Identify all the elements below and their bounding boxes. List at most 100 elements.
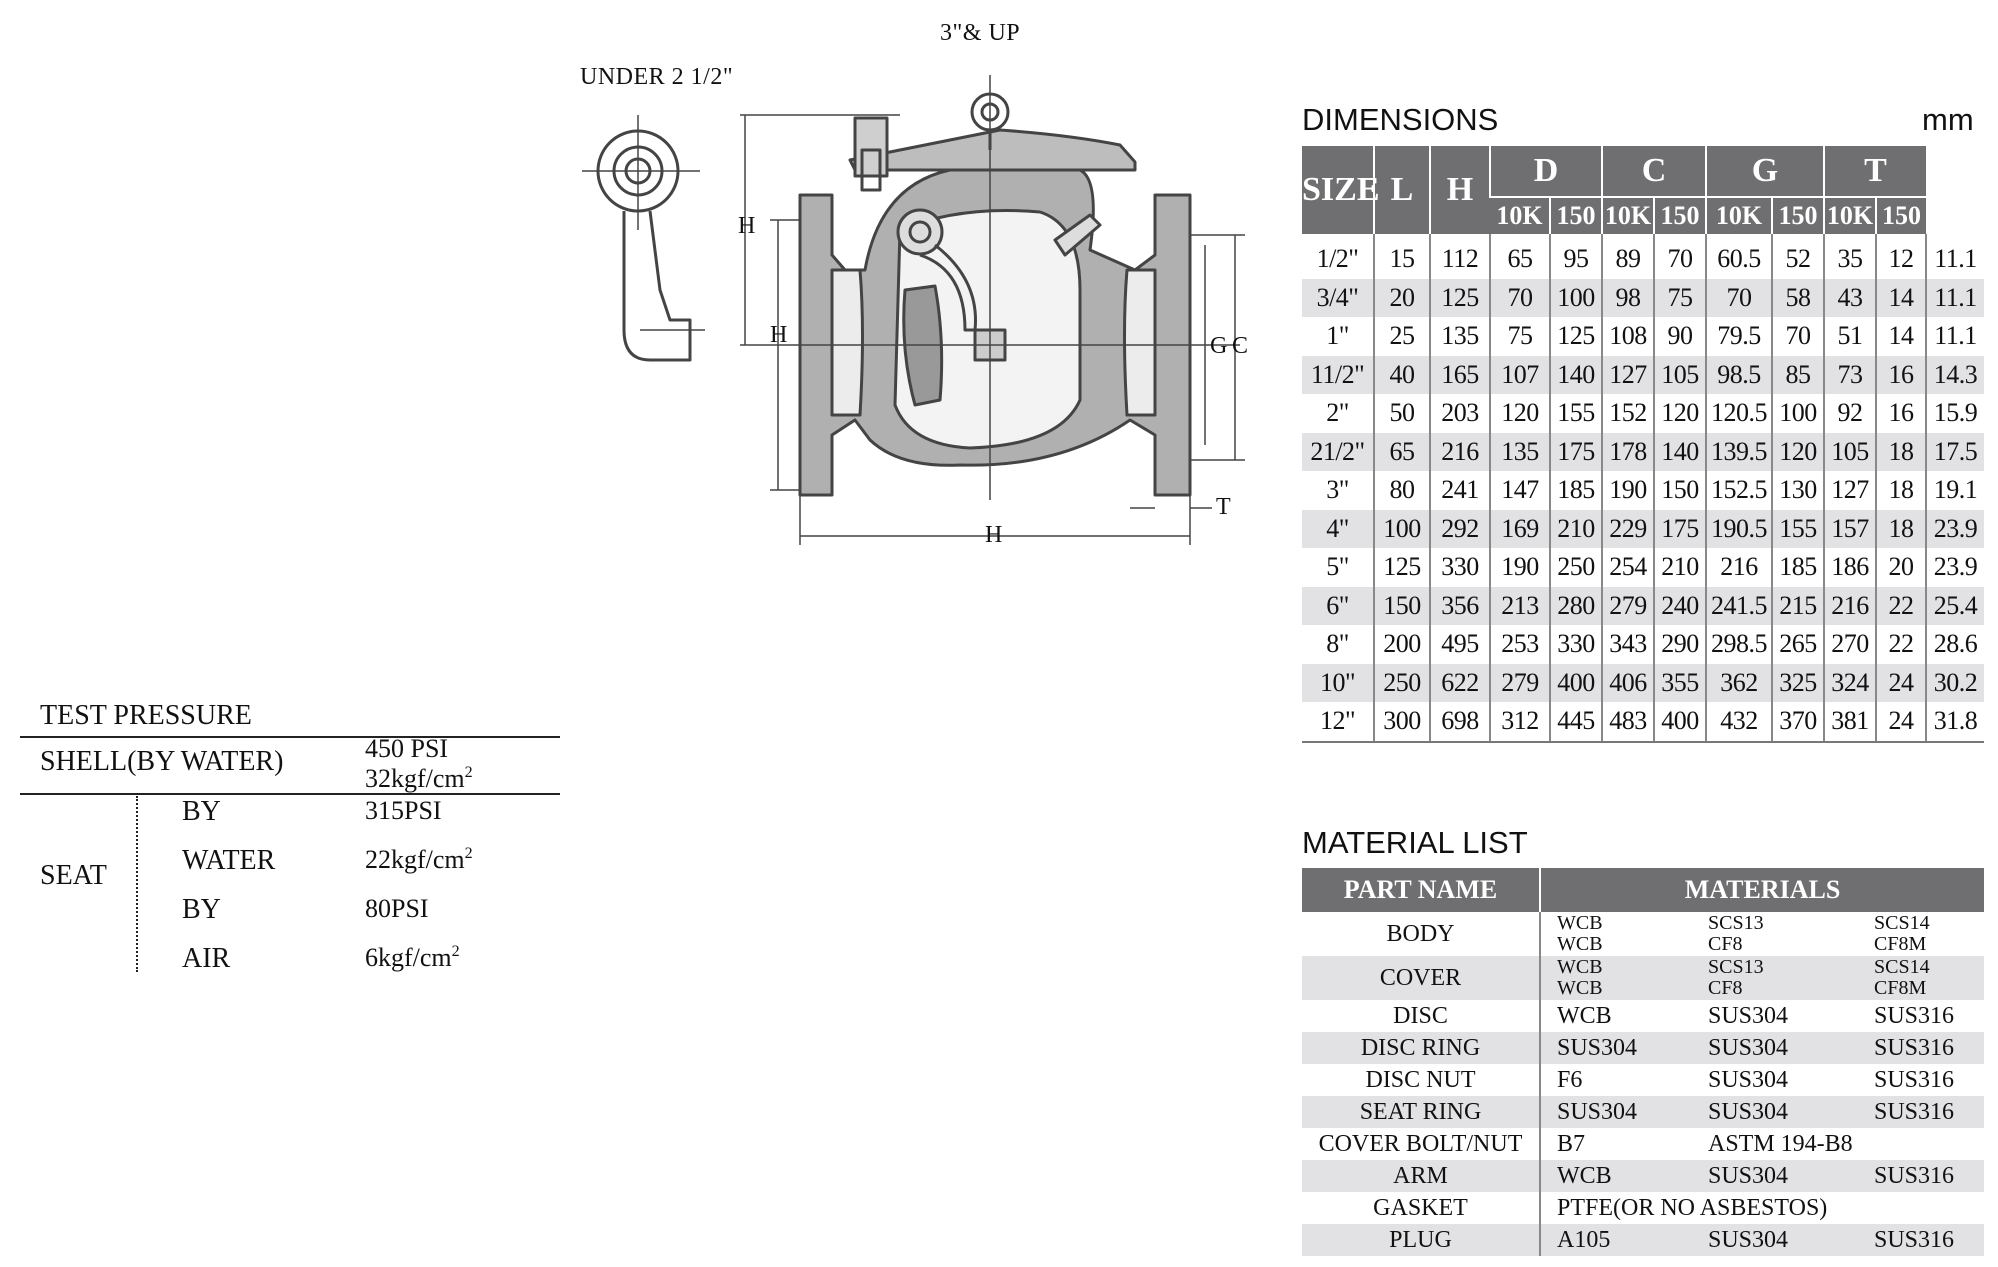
table-cell: 100 bbox=[1770, 394, 1825, 433]
dimension-lines bbox=[740, 114, 1245, 545]
col-header-g: G bbox=[1704, 146, 1825, 197]
material-cell: SUS316 bbox=[1858, 1160, 1985, 1192]
dimensions-unit: mm bbox=[1922, 102, 1974, 137]
table-cell: 370 bbox=[1770, 702, 1825, 743]
table-cell: 135 bbox=[1429, 317, 1490, 356]
table-cell: 107 bbox=[1489, 355, 1550, 394]
table-cell: 31.8 bbox=[1925, 702, 1985, 743]
table-cell: 325 bbox=[1770, 663, 1825, 702]
table-cell: 432 bbox=[1705, 702, 1772, 743]
label-3in-and-up: 3"& UP bbox=[940, 20, 1021, 46]
sub-header-g-10k: 10K bbox=[1705, 196, 1772, 234]
table-cell: 622 bbox=[1429, 663, 1490, 702]
size-cell: 1/2" bbox=[1316, 244, 1359, 274]
material-cell: WCB bbox=[1540, 1160, 1692, 1192]
table-cell: 298.5 bbox=[1705, 625, 1772, 664]
material-cell: SUS304 bbox=[1540, 1096, 1692, 1128]
table-cell: 14.3 bbox=[1925, 355, 1985, 394]
shell-kgf: 32kgf/cm2 bbox=[365, 764, 473, 793]
table-cell: 147 bbox=[1489, 471, 1550, 510]
table-cell: 14 bbox=[1875, 278, 1927, 317]
table-cell: 312 bbox=[1489, 702, 1550, 743]
table-cell: 30.2 bbox=[1925, 663, 1985, 702]
sub-header-c-150: 150 bbox=[1653, 196, 1706, 234]
material-cell: SUS304 bbox=[1692, 1032, 1858, 1064]
material-cell: SUS304 bbox=[1708, 1066, 1789, 1093]
table-cell: 190 bbox=[1489, 548, 1550, 587]
dim-label-c: C bbox=[1232, 333, 1249, 359]
table-cell: 241 bbox=[1429, 471, 1490, 510]
table-cell: 265 bbox=[1770, 625, 1825, 664]
table-cell: 75 bbox=[1653, 278, 1706, 317]
material-cell: SUS304 bbox=[1708, 1002, 1789, 1029]
material-cell: SUS316 bbox=[1858, 1032, 1985, 1064]
seat-divider bbox=[136, 796, 138, 972]
table-cell: 22 bbox=[1875, 586, 1927, 625]
table-cell: 35 bbox=[1823, 234, 1877, 279]
table-cell: 70 bbox=[1705, 278, 1772, 317]
material-cell: ASTM 194-B8 bbox=[1708, 1130, 1853, 1157]
material-cell: SUS316 bbox=[1858, 1224, 1985, 1256]
table-cell: 213 bbox=[1489, 586, 1550, 625]
col-header-t: T bbox=[1823, 146, 1927, 197]
table-cell: 139.5 bbox=[1705, 432, 1772, 471]
material-grade: CF8M bbox=[1874, 977, 1927, 999]
dim-label-h-bottom: H bbox=[985, 522, 1003, 548]
valve-cross-section-drawing bbox=[582, 75, 1245, 545]
table-cell: 445 bbox=[1549, 702, 1602, 743]
table-cell: 11.1 bbox=[1925, 278, 1985, 317]
col-header-part-name: PART NAME bbox=[1302, 868, 1540, 912]
table-cell: 155 bbox=[1549, 394, 1602, 433]
table-cell: 140 bbox=[1549, 355, 1602, 394]
table-cell: 12 bbox=[1875, 234, 1927, 279]
table-cell: 155 bbox=[1770, 509, 1825, 548]
table-cell: 43 bbox=[1823, 278, 1877, 317]
table-cell: 51 bbox=[1823, 317, 1877, 356]
table-cell: 169 bbox=[1489, 509, 1550, 548]
size-cell: 2" bbox=[1326, 398, 1349, 428]
table-cell: 152.5 bbox=[1705, 471, 1772, 510]
material-cell: A105 bbox=[1540, 1224, 1692, 1256]
table-cell: 186 bbox=[1823, 548, 1877, 587]
dim-label-t: T bbox=[1216, 494, 1232, 520]
table-cell: 60.5 bbox=[1705, 234, 1772, 279]
sub-header-c-10k: 10K bbox=[1601, 196, 1654, 234]
table-cell: 25.4 bbox=[1925, 586, 1985, 625]
material-cell: F6 bbox=[1557, 1066, 1583, 1093]
table-cell: 324 bbox=[1823, 663, 1877, 702]
table-cell: 330 bbox=[1429, 548, 1490, 587]
table-cell: 362 bbox=[1705, 663, 1772, 702]
table-cell: 216 bbox=[1429, 432, 1490, 471]
col-header-d: D bbox=[1489, 146, 1602, 197]
sub-header-t-150: 150 bbox=[1875, 196, 1927, 234]
table-cell: 105 bbox=[1823, 432, 1877, 471]
material-grade: SCS13 bbox=[1708, 956, 1764, 978]
material-list-title: MATERIAL LIST bbox=[1302, 825, 1528, 860]
table-cell: 406 bbox=[1601, 663, 1654, 702]
table-cell: 355 bbox=[1653, 663, 1706, 702]
material-cell: SUS304 bbox=[1692, 1096, 1858, 1128]
material-grade: SCS14 bbox=[1874, 956, 1930, 978]
table-cell: 330 bbox=[1549, 625, 1602, 664]
table-cell: 85 bbox=[1770, 355, 1825, 394]
size-cell: 11/2" bbox=[1302, 355, 1374, 394]
part-name-cell: DISC NUT bbox=[1302, 1064, 1541, 1096]
table-cell: 108 bbox=[1601, 317, 1654, 356]
table-cell: 120 bbox=[1653, 394, 1706, 433]
table-cell: 89 bbox=[1601, 234, 1654, 279]
table-cell: 185 bbox=[1549, 471, 1602, 510]
